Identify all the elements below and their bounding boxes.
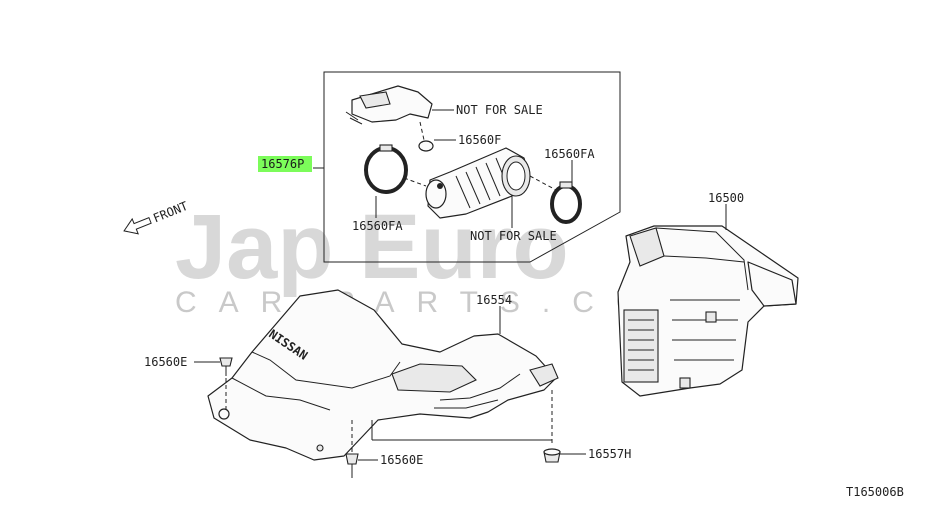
kit-highlight	[258, 156, 312, 172]
callout-clip-bottom: 16560E	[380, 453, 423, 467]
kit-boundary	[323, 71, 621, 263]
front-arrow-icon	[123, 216, 152, 235]
hose-clamp-left	[364, 144, 408, 194]
callout-clamp-fa-left: 16560FA	[352, 219, 403, 233]
callout-kit: 16576P	[261, 157, 304, 171]
resonator-cover	[345, 85, 433, 125]
clamp-left-dash	[403, 177, 427, 187]
clamp-right-dash	[529, 175, 557, 191]
clamp-small-dash	[419, 121, 425, 141]
diagram-code: T165006B	[846, 485, 904, 499]
hose-clamp-right	[550, 181, 582, 224]
watermark-main: Jap Euro	[175, 196, 569, 298]
callout-clamp-f: 16560F	[458, 133, 501, 147]
clip-left	[219, 357, 233, 376]
clip-bottom	[345, 453, 359, 478]
callout-air-cleaner: 16500	[708, 191, 744, 205]
air-cleaner-assembly	[617, 225, 799, 397]
callout-grommet: 16557H	[588, 447, 631, 461]
grommet	[543, 448, 561, 463]
callout-clip-left: 16560E	[144, 355, 187, 369]
callout-not-for-sale-bottom: NOT FOR SALE	[470, 229, 557, 243]
inlet-hose	[425, 147, 531, 219]
callout-clamp-fa-right: 16560FA	[544, 147, 595, 161]
callout-not-for-sale-top: NOT FOR SALE	[456, 103, 543, 117]
callout-duct-cover: 16554	[476, 293, 512, 307]
clamp-small	[418, 140, 434, 152]
duct-cover	[207, 289, 559, 461]
